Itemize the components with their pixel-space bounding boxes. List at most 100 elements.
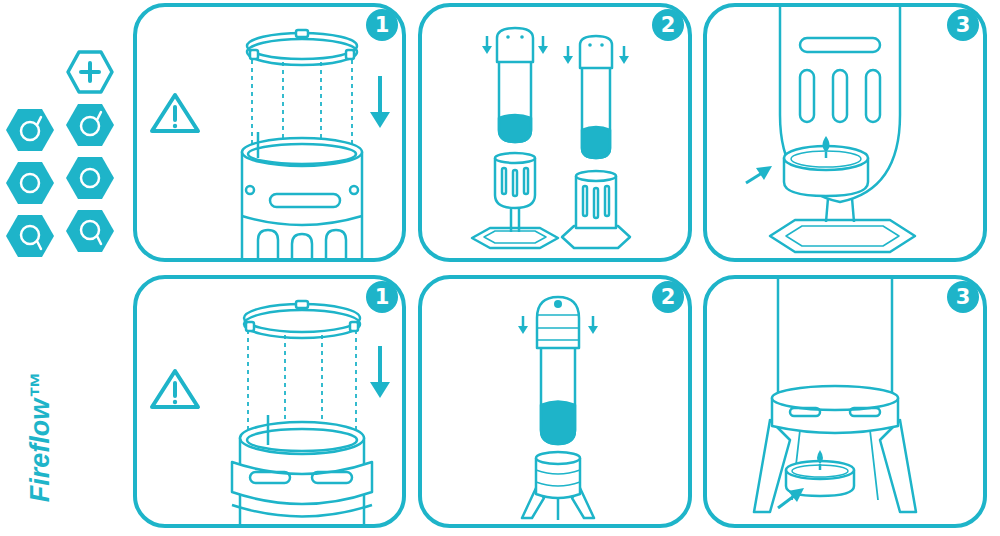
ring-insert-step [173, 400, 177, 404]
step-panel: 2 [418, 275, 692, 528]
ring-insert-step [252, 60, 352, 150]
step-panel: 3 [703, 275, 987, 528]
bottle-holder-step [513, 170, 517, 196]
bottle-holder-step [502, 168, 506, 194]
ring-insert-step [242, 152, 362, 260]
ring-insert-step [246, 186, 254, 194]
bottle-holder-step [563, 56, 573, 64]
ring-insert-step [378, 346, 382, 388]
bottle-holder-step [541, 402, 575, 445]
ring-insert-step [152, 371, 198, 407]
cap-icon-glyphs [97, 112, 101, 120]
tealight-step [778, 277, 892, 396]
ring-insert-step [378, 76, 382, 118]
tealight-step [770, 220, 915, 252]
ring-insert-step [270, 194, 340, 207]
ring-insert-step [326, 230, 346, 260]
cap-icons [66, 210, 114, 252]
bottle-holder-step [554, 300, 562, 308]
bottle-holder-step [537, 315, 579, 340]
ring-insert-step [232, 505, 372, 517]
ring-insert-step [346, 50, 354, 59]
ring-insert-step [246, 322, 254, 331]
bottle-holder-step [499, 115, 531, 142]
tealight-step [833, 70, 847, 122]
step-number: 3 [947, 9, 979, 41]
tealight-step [778, 496, 794, 508]
bottle-holder-step [580, 36, 612, 68]
cap-icon-glyphs [21, 174, 39, 192]
ring-insert-step [258, 230, 278, 260]
ring-insert-step [355, 330, 357, 432]
step-panel: 1 [133, 275, 406, 528]
cap-icon-glyphs [81, 169, 99, 187]
step-panel: 2 [418, 3, 692, 262]
bottle-holder-step [557, 498, 560, 520]
tealight-step [819, 464, 822, 470]
bottle-holder-step [520, 35, 524, 39]
bottle-holder-step [482, 46, 492, 54]
tealight-step [817, 450, 823, 464]
tealight-step [788, 488, 804, 502]
ring-insert-step [292, 234, 312, 260]
ring-insert-step [248, 330, 356, 432]
ring-insert-step [152, 95, 198, 131]
ring-insert-step [267, 415, 270, 445]
cap-icons [6, 162, 54, 204]
ring-insert-step [248, 144, 356, 164]
ring-insert-step [284, 335, 286, 432]
ring-insert-step [247, 429, 357, 451]
ring-insert-step [242, 216, 362, 225]
bottle-holder-step [588, 326, 598, 334]
bottle-holder-step [495, 153, 535, 163]
ring-insert-step [240, 422, 364, 454]
step-panel: 1 [133, 3, 406, 262]
bottle-holder-step [537, 297, 579, 348]
bottle-holder-step [472, 228, 558, 248]
cap-icons [66, 157, 114, 199]
step-number: 1 [366, 9, 398, 41]
ring-insert-step [247, 330, 249, 432]
bottle-holder-step [594, 188, 598, 218]
bottle-holder-step [511, 206, 519, 232]
bottle-holder-step [588, 43, 592, 47]
ring-insert-step [257, 132, 260, 158]
bottle-holder-step [576, 171, 616, 181]
ring-insert-step [350, 322, 358, 331]
bottle-holder-step [495, 158, 535, 208]
tealight-step [866, 70, 880, 122]
bottle-holder-step [576, 176, 616, 228]
tealight-step [790, 408, 820, 416]
ring-insert-step [242, 138, 362, 166]
bottle-holder-step [541, 348, 575, 444]
ring-insert-step [251, 60, 253, 150]
ring-insert-step [250, 472, 290, 483]
ring-insert-step [232, 462, 372, 504]
tealight-step [754, 277, 916, 512]
tealight-step [823, 136, 830, 152]
ring-insert-step [282, 62, 284, 150]
plus-symbol [81, 70, 99, 74]
cap-icons [66, 104, 114, 146]
ring-insert-step [296, 30, 308, 37]
bottle-holder-step [472, 28, 630, 248]
bottle-holder-step [582, 68, 610, 158]
bottle-holder-step [562, 226, 630, 248]
bottle-holder-step [484, 231, 546, 243]
tealight-step [786, 226, 899, 246]
tealight-step [754, 420, 790, 512]
ring-insert-step [247, 39, 357, 65]
cap-icons [6, 215, 54, 257]
tealight-step [791, 151, 861, 167]
step-panel: 3 [703, 3, 987, 262]
ring-insert-step [173, 124, 177, 128]
cap-icons [6, 52, 114, 257]
bottle-holder-step [524, 168, 528, 194]
cap-icon-glyphs [21, 112, 101, 249]
tealight-step [800, 70, 814, 122]
tealight-step [746, 5, 915, 252]
bottle-holder-step [497, 28, 533, 62]
ring-insert-step [152, 30, 390, 260]
tealight-step [772, 386, 898, 410]
bottle-holder-step [605, 186, 609, 216]
